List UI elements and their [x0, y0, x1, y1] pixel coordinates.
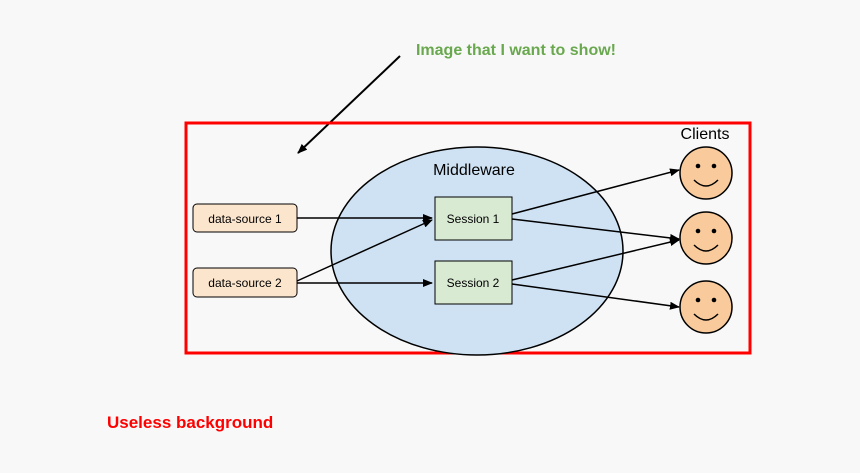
smiley-face-icon: [679, 146, 733, 200]
middleware-label: Middleware: [433, 162, 515, 179]
middleware-ellipse: [330, 146, 624, 356]
data-source-2-label: data-source 2: [208, 276, 282, 290]
arrow-session1-client1: [511, 168, 680, 215]
annotation-title: Image that I want to show!: [416, 42, 616, 59]
arrow-source2-session1: [296, 219, 433, 282]
session-2-label: Session 2: [447, 276, 500, 290]
clients-label: Clients: [681, 126, 730, 143]
session-2-box: [434, 260, 513, 305]
annotation-arrow: [297, 55, 401, 154]
session-1-box: [434, 196, 513, 241]
session-1-label: Session 1: [447, 212, 500, 226]
arrow-session2-client3: [511, 283, 680, 310]
smiley-face-icon: [679, 280, 733, 334]
arrow-session2-client2: [511, 238, 680, 281]
background-label: Useless background: [107, 413, 273, 432]
smiley-face-icon: [679, 211, 733, 265]
arrow-session1-client2: [511, 218, 680, 242]
data-source-1-label: data-source 1: [208, 212, 282, 226]
